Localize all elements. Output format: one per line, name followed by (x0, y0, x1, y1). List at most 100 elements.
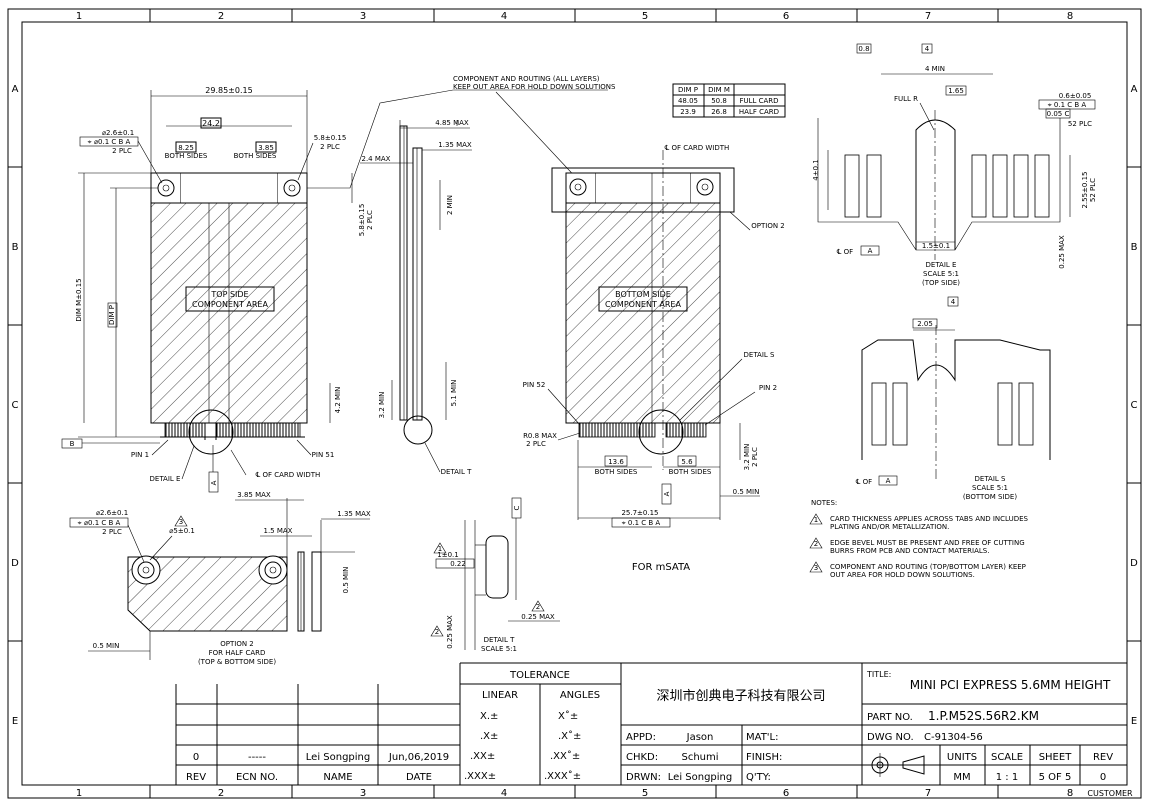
matl-label: MAT'L: (746, 732, 779, 743)
finish-label: FINISH: (746, 752, 782, 763)
detail-t-scale: SCALE 5:1 (481, 645, 517, 653)
units-value: MM (953, 772, 970, 783)
datum-a: A (210, 480, 218, 485)
detail-e-title: DETAIL E (926, 261, 957, 269)
option2-title: (TOP & BOTTOM SIDE) (198, 658, 276, 666)
drwn-value: Lei Songping (668, 772, 732, 783)
col-label: 5 (642, 788, 648, 799)
part-number: 1.P.M52S.56R2.KM (928, 709, 1039, 723)
plc-52: 52 PLC (1068, 120, 1092, 128)
detail-t-tol: 1±0.1 (437, 551, 458, 559)
ang-val: .XXX˚± (544, 770, 581, 782)
sheet-value: 5 OF 5 (1039, 772, 1072, 783)
hole-callout: ⌖ ⌀0.1 C B A (88, 138, 131, 146)
part-label: PART NO. (867, 712, 913, 723)
col-label: 1 (76, 11, 82, 22)
sheet-label: SHEET (1039, 752, 1073, 763)
detail-e-view: 0.8 4 4 MIN 1.65 FULL R 0.6±0.05 ⌖ 0.1 C… (812, 43, 1097, 287)
bottom-side-view: BOTTOM SIDE COMPONENT AREA ℄ OF CARD WID… (523, 144, 785, 573)
dim-08: 0.8 (858, 45, 869, 53)
linear-label: LINEAR (482, 690, 518, 701)
ang-val: .XX˚± (550, 750, 580, 762)
max-135: 1.35 MAX (438, 141, 472, 149)
col-label: 8 (1067, 788, 1073, 799)
dwg-label: DWG NO. (867, 732, 914, 743)
datum-b: B (70, 440, 75, 448)
projection-symbol-icon (868, 753, 925, 777)
drawing-title: MINI PCI EXPRESS 5.6MM HEIGHT (910, 678, 1111, 692)
min-32: 2 PLC (751, 447, 759, 467)
dim-bottom-tol: ⌖ 0.1 C B A (622, 519, 661, 527)
dim-4: 4 (925, 45, 930, 53)
row-label: E (1131, 716, 1137, 727)
col-label: 2 (218, 788, 224, 799)
bottom-area-label: BOTTOM SIDE (615, 290, 671, 299)
both-sides-note: BOTH SIDES (595, 468, 638, 476)
row-label: B (1131, 242, 1138, 253)
note-num: 1 (438, 545, 442, 553)
dim-table-cell: 26.8 (711, 108, 727, 116)
bottom-area-label: COMPONENT AREA (605, 300, 681, 309)
col-label: 7 (925, 788, 931, 799)
dim-255: 2.55±0.15 (1081, 171, 1089, 208)
datum-a: A (868, 247, 873, 255)
drwn-label: DRWN: (626, 772, 661, 783)
lin-val: .X± (480, 731, 498, 742)
note-num: 2 (814, 540, 818, 548)
col-label: 4 (501, 11, 507, 22)
qty-label: Q'TY: (746, 772, 771, 783)
dim-m-label: DIM M±0.15 (75, 278, 83, 321)
name-header: NAME (323, 772, 352, 783)
note-line: EDGE BEVEL MUST BE PRESENT AND FREE OF C… (830, 539, 1025, 547)
dim-table-cell: 48.05 (678, 97, 698, 105)
min-05: 0.5 MIN (733, 488, 760, 496)
dim-165: 1.65 (948, 87, 964, 95)
dim-table-cell: 50.8 (711, 97, 727, 105)
dim-136: 13.6 (608, 458, 624, 466)
max-025: 0.25 MAX (1058, 235, 1066, 269)
dim-overall-width: 29.85±0.15 (205, 86, 252, 95)
keepout-note-line: COMPONENT AND ROUTING (ALL LAYERS) (453, 75, 600, 83)
note-num: 3 (814, 564, 818, 572)
detail-e-side: (TOP SIDE) (922, 279, 960, 287)
lin-val: .XXX± (464, 771, 496, 782)
rev-value: 0 (193, 752, 199, 763)
option2-title: FOR HALF CARD (209, 649, 266, 657)
row-label: D (11, 558, 19, 569)
pin-2-label: PIN 2 (759, 384, 777, 392)
option2-hole: ⌖ ⌀0.1 C B A (78, 519, 121, 527)
dim-table-cell: FULL CARD (739, 97, 778, 105)
detail-s-callout: DETAIL S (744, 351, 776, 359)
note-line: COMPONENT AND ROUTING (TOP/BOTTOM LAYER)… (830, 563, 1026, 571)
ang-val: .X˚± (558, 730, 581, 742)
edge-dim: 5.8±0.15 (314, 134, 347, 142)
row-label: E (12, 716, 18, 727)
max-15: 1.5 MAX (264, 527, 293, 535)
row-label: A (12, 84, 19, 95)
row-label: B (12, 242, 19, 253)
min-32: 3.2 MIN (743, 444, 751, 471)
ang-val: X˚± (558, 710, 578, 722)
top-area-label: TOP SIDE (210, 290, 248, 299)
option2-hole: 2 PLC (102, 528, 122, 536)
date-value: Jun,06,2019 (388, 752, 449, 763)
top-side-view: TOP SIDE COMPONENT AREA 29.85±0.15 24.2 … (61, 86, 374, 493)
keepout-note: COMPONENT AND ROUTING (ALL LAYERS) KEEP … (307, 75, 616, 189)
both-sides-note: BOTH SIDES (669, 468, 712, 476)
title-label: TITLE: (866, 670, 891, 679)
lin-val: X.± (480, 711, 498, 722)
company-name: 深圳市创典电子科技有限公司 (656, 688, 825, 704)
tol-callout: ⌖ 0.1 C B A (1048, 101, 1087, 109)
vert-dim: 5.8±0.15 (358, 204, 366, 237)
max-485: 4.85 MAX (435, 119, 469, 127)
pin-52-label: PIN 52 (523, 381, 546, 389)
col-label: 4 (501, 788, 507, 799)
scale-value: 1 : 1 (996, 772, 1018, 783)
min-4: 4 MIN (925, 65, 945, 73)
col-label: 3 (360, 11, 366, 22)
col-label: 3 (360, 788, 366, 799)
r08-callout: R0.8 MAX (523, 432, 557, 440)
customer-label: CUSTOMER (1087, 789, 1133, 798)
dim-table-header: DIM M (708, 86, 730, 94)
